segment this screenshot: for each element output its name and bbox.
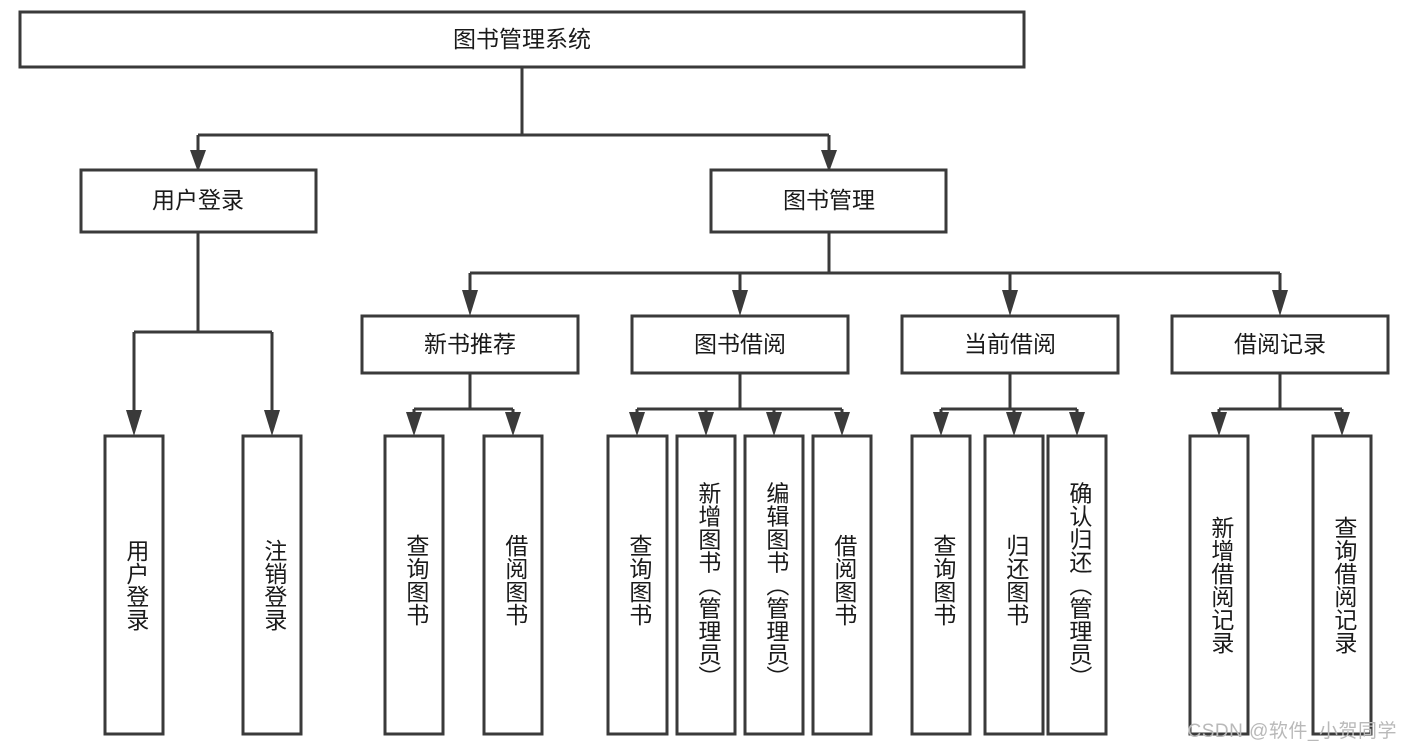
node-leaf-add-book-label: 新增图书（管理员） bbox=[695, 482, 722, 689]
node-leaf-query-book-current-label: 查询图书 bbox=[930, 534, 957, 626]
node-leaf-logout[interactable]: 注销登录 bbox=[241, 434, 303, 736]
node-user-login[interactable]: 用户登录 bbox=[79, 168, 318, 234]
arrowhead-leaf-confirm-return bbox=[1069, 412, 1085, 436]
node-leaf-query-book-recommend-label: 查询图书 bbox=[403, 534, 430, 626]
node-leaf-query-book-current-box[interactable] bbox=[910, 434, 972, 736]
node-leaf-return-book[interactable]: 归还图书 bbox=[983, 434, 1045, 736]
node-borrow-record-label: 借阅记录 bbox=[1234, 331, 1326, 357]
arrowhead-book-management bbox=[821, 150, 837, 172]
node-new-book-recommend-label: 新书推荐 bbox=[424, 331, 516, 357]
node-book-borrow-label: 图书借阅 bbox=[694, 331, 786, 357]
node-leaf-return-book-label: 归还图书 bbox=[1003, 534, 1030, 626]
node-leaf-edit-book-label: 编辑图书（管理员） bbox=[763, 482, 790, 689]
arrowhead-new-book-recommend bbox=[462, 290, 478, 316]
arrowhead-leaf-add-borrow-record bbox=[1211, 412, 1227, 436]
node-root-label: 图书管理系统 bbox=[453, 26, 591, 52]
node-leaf-add-book-box[interactable] bbox=[675, 434, 737, 736]
node-current-borrow[interactable]: 当前借阅 bbox=[900, 314, 1120, 375]
node-leaf-user-login-label: 用户登录 bbox=[123, 539, 150, 631]
node-book-management[interactable]: 图书管理 bbox=[709, 168, 948, 234]
node-leaf-query-book-recommend-box[interactable] bbox=[383, 434, 445, 736]
node-leaf-user-login[interactable]: 用户登录 bbox=[103, 434, 165, 736]
node-book-management-label: 图书管理 bbox=[783, 187, 875, 213]
arrowhead-leaf-query-book-recommend bbox=[406, 412, 422, 436]
node-leaf-query-borrow-record[interactable]: 查询借阅记录 bbox=[1311, 434, 1373, 736]
node-leaf-logout-label: 注销登录 bbox=[261, 539, 288, 631]
node-leaf-query-book-current[interactable]: 查询图书 bbox=[910, 434, 972, 736]
node-leaf-query-borrow-record-box[interactable] bbox=[1311, 434, 1373, 736]
node-new-book-recommend-box[interactable] bbox=[360, 314, 580, 375]
arrowhead-leaf-edit-book bbox=[766, 412, 782, 436]
node-book-borrow-box[interactable] bbox=[630, 314, 850, 375]
node-leaf-add-borrow-record[interactable]: 新增借阅记录 bbox=[1188, 434, 1250, 736]
node-new-book-recommend[interactable]: 新书推荐 bbox=[360, 314, 580, 375]
node-leaf-query-book-borrow-label: 查询图书 bbox=[626, 534, 653, 626]
node-root[interactable]: 图书管理系统 bbox=[18, 10, 1026, 69]
arrowhead-leaf-query-borrow-record bbox=[1334, 412, 1350, 436]
arrowhead-leaf-borrow-book-recommend bbox=[505, 412, 521, 436]
node-root-box[interactable] bbox=[18, 10, 1026, 69]
node-user-login-box[interactable] bbox=[79, 168, 318, 234]
node-leaf-add-book[interactable]: 新增图书（管理员） bbox=[675, 434, 737, 736]
node-leaf-user-login-box[interactable] bbox=[103, 434, 165, 736]
node-leaf-logout-box[interactable] bbox=[241, 434, 303, 736]
node-book-management-box[interactable] bbox=[709, 168, 948, 234]
node-leaf-borrow-book-recommend-label: 借阅图书 bbox=[502, 534, 529, 626]
node-leaf-confirm-return[interactable]: 确认归还（管理员） bbox=[1046, 434, 1108, 736]
node-leaf-add-borrow-record-box[interactable] bbox=[1188, 434, 1250, 736]
arrowhead-borrow-record bbox=[1272, 290, 1288, 316]
node-current-borrow-box[interactable] bbox=[900, 314, 1120, 375]
node-leaf-query-book-borrow-box[interactable] bbox=[606, 434, 669, 736]
arrowhead-user-login bbox=[190, 150, 206, 172]
node-leaf-edit-book-box[interactable] bbox=[743, 434, 805, 736]
node-leaf-borrow-book[interactable]: 借阅图书 bbox=[811, 434, 873, 736]
node-leaf-query-book-borrow[interactable]: 查询图书 bbox=[606, 434, 669, 736]
arrowhead-leaf-return-book bbox=[1006, 412, 1022, 436]
arrowhead-book-borrow bbox=[732, 290, 748, 316]
arrowhead-leaf-query-book-current bbox=[933, 412, 949, 436]
node-user-login-label: 用户登录 bbox=[152, 187, 244, 213]
arrowhead-leaf-user-login bbox=[126, 410, 142, 436]
node-leaf-borrow-book-label: 借阅图书 bbox=[831, 534, 858, 626]
node-leaf-confirm-return-label: 确认归还（管理员） bbox=[1066, 482, 1093, 689]
node-leaf-add-borrow-record-label: 新增借阅记录 bbox=[1208, 516, 1235, 654]
arrowhead-leaf-logout bbox=[264, 410, 280, 436]
connector-group bbox=[126, 67, 1350, 436]
arrowhead-leaf-borrow-book bbox=[834, 412, 850, 436]
node-leaf-borrow-book-box[interactable] bbox=[811, 434, 873, 736]
node-leaf-query-book-recommend[interactable]: 查询图书 bbox=[383, 434, 445, 736]
node-leaf-return-book-box[interactable] bbox=[983, 434, 1045, 736]
arrowhead-leaf-add-book bbox=[698, 412, 714, 436]
arrowhead-leaf-query-book-borrow bbox=[629, 412, 645, 436]
arrowhead-current-borrow bbox=[1002, 290, 1018, 316]
node-borrow-record[interactable]: 借阅记录 bbox=[1170, 314, 1390, 375]
node-leaf-confirm-return-box[interactable] bbox=[1046, 434, 1108, 736]
node-leaf-borrow-book-recommend-box[interactable] bbox=[482, 434, 544, 736]
node-leaf-edit-book[interactable]: 编辑图书（管理员） bbox=[743, 434, 805, 736]
node-current-borrow-label: 当前借阅 bbox=[964, 331, 1056, 357]
node-leaf-borrow-book-recommend[interactable]: 借阅图书 bbox=[482, 434, 544, 736]
node-book-borrow[interactable]: 图书借阅 bbox=[630, 314, 850, 375]
node-borrow-record-box[interactable] bbox=[1170, 314, 1390, 375]
node-leaf-query-borrow-record-label: 查询借阅记录 bbox=[1331, 516, 1358, 654]
